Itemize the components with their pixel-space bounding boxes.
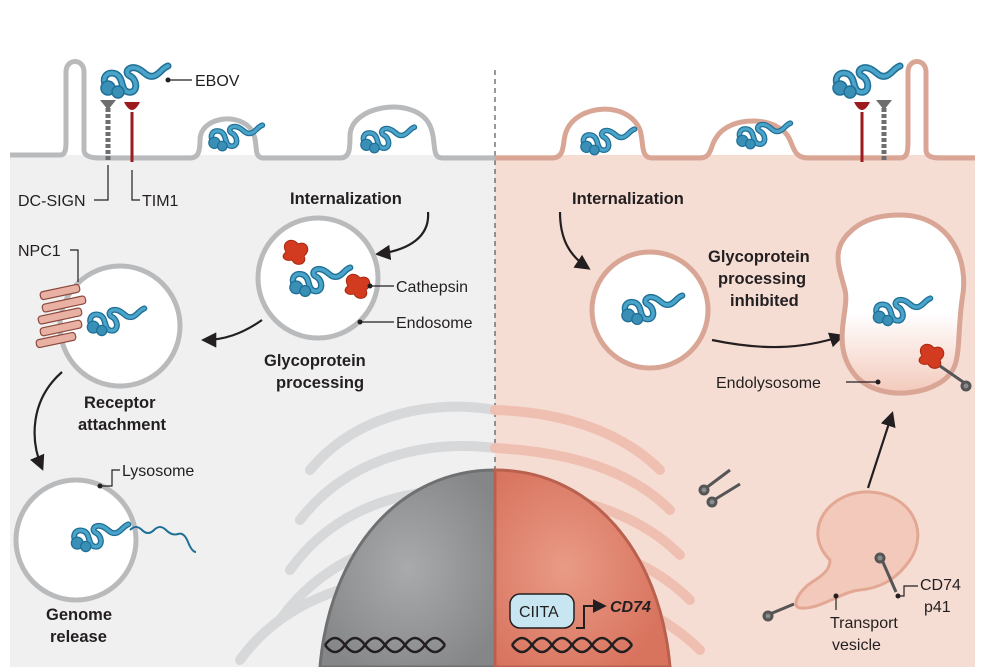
- transport-to-endolysosome-arrow: [866, 411, 896, 489]
- receptor-attachment-label-1: Receptor: [84, 394, 156, 412]
- ebov-label: EBOV: [195, 73, 240, 90]
- endosome-to-endolysosome-arrow: [711, 332, 845, 349]
- cathepsin-2: [344, 273, 371, 299]
- npc1-receptor: [35, 283, 87, 349]
- left-internalization-label: Internalization: [290, 190, 402, 208]
- cathepsin-1: [282, 239, 309, 265]
- cd74-p41-label-1: CD74: [920, 577, 961, 594]
- left-plasma-membrane: [10, 59, 495, 161]
- dc-sign-receptor-right: [876, 100, 892, 160]
- dc-sign-label: DC-SIGN: [18, 193, 86, 210]
- viral-genome-strand: [129, 526, 197, 553]
- endolysosome: [835, 212, 967, 396]
- right-internalization-arrow: [558, 211, 591, 270]
- ebov-virus-surface-right: [833, 66, 900, 98]
- transport-vesicle: [794, 490, 920, 610]
- dc-sign-receptor: [100, 100, 116, 160]
- left-nucleus: [318, 468, 497, 667]
- endolysosome-label: Endolysosome: [716, 375, 821, 392]
- left-internalization-arrow: [374, 211, 430, 261]
- glyco-inhibited-label-2: processing: [718, 270, 806, 288]
- cd74-p41-in-endolysosome: [939, 364, 972, 392]
- right-internalization-label: Internalization: [572, 190, 684, 208]
- lysosome-label: Lysosome: [122, 463, 194, 480]
- glyco-inhibited-label-3: inhibited: [730, 292, 799, 310]
- transport-vesicle-label-2: vesicle: [832, 637, 881, 654]
- processing-to-attachment-arrow: [200, 319, 263, 348]
- ebov-virus-budding-2: [361, 127, 415, 153]
- glyco-inhibited-label-1: Glycoprotein: [708, 248, 810, 266]
- left-dna-helix: [323, 636, 447, 654]
- cd74-free-molecule-2: [762, 602, 795, 622]
- npc1-label: NPC1: [18, 243, 61, 260]
- cathepsin-label: Cathepsin: [396, 279, 468, 296]
- ciita-label: CIITA: [519, 604, 559, 621]
- ciita-box: [509, 593, 575, 629]
- right-dna-helix: [510, 636, 634, 654]
- genome-release-label-1: Genome: [46, 606, 112, 624]
- tim1-label: TIM1: [142, 193, 179, 210]
- glyco-processing-label-1: Glycoprotein: [264, 352, 366, 370]
- receptor-attachment-label-2: attachment: [78, 416, 167, 434]
- ebov-virus-budding-right-2: [737, 123, 791, 149]
- glyco-processing-label-2: processing: [276, 374, 364, 392]
- ebov-virus-budding-right-1: [581, 129, 635, 155]
- cd74-p41-label-2: p41: [924, 599, 951, 616]
- cd74-p41-molecule: [874, 552, 898, 593]
- cd74-gene-label: CD74: [610, 599, 651, 616]
- ciita-arrow: [576, 599, 607, 629]
- transport-vesicle-label-1: Transport: [830, 615, 898, 632]
- cd74-free-molecule-1: [698, 468, 741, 508]
- tim1-receptor: [124, 102, 140, 162]
- attachment-to-release-arrow: [30, 371, 63, 471]
- endosome-label: Endosome: [396, 315, 473, 332]
- tim1-receptor-right: [854, 102, 870, 162]
- ebov-virus-surface: [101, 66, 168, 98]
- genome-release-label-2: release: [50, 628, 107, 646]
- right-plasma-membrane: [495, 59, 975, 161]
- cathepsin-endolysosome: [918, 343, 945, 369]
